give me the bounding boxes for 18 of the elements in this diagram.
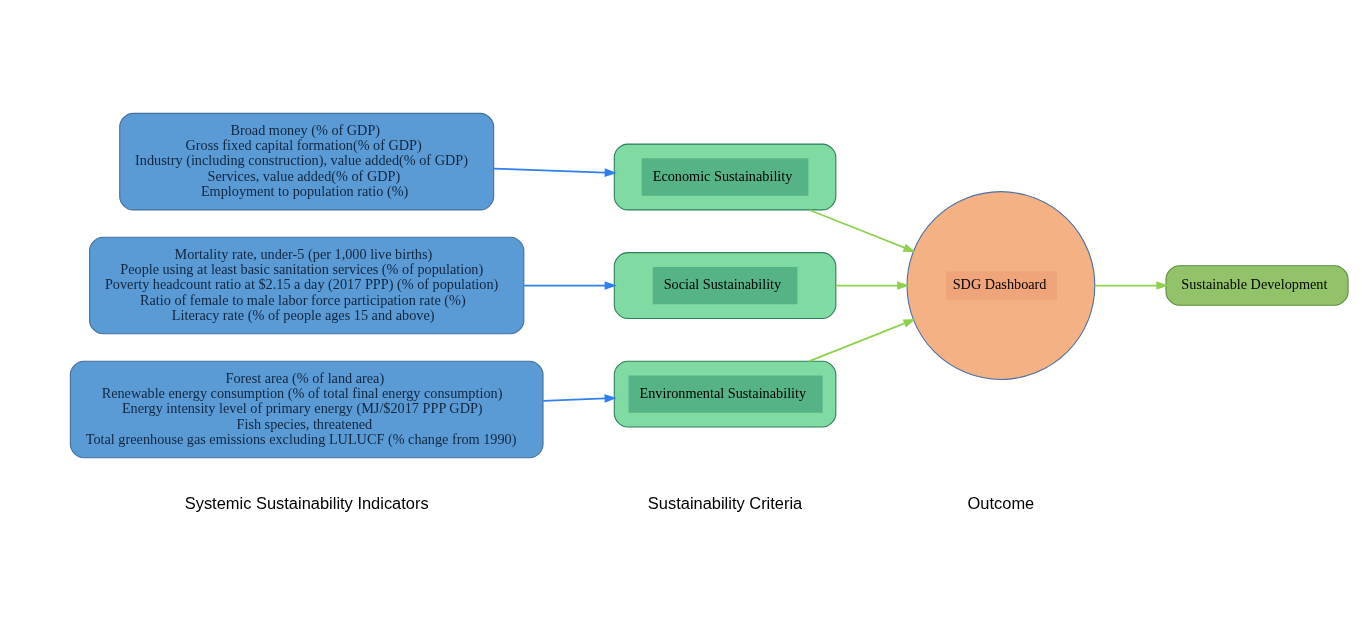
label: Sustainability Criteria bbox=[647, 493, 803, 512]
node-box: Mortality rate, under-5 (per 1,000 live births) People using at least basic sanitation services (% of population) Poverty headcount ratio at $2.15 a day (2017 PPP) (% of population) Ratio of female to male labor force participation rate (%) Literacy rate (% of people ages 15 and above) bbox=[89, 236, 525, 334]
arrow bbox=[542, 393, 617, 403]
arrow bbox=[1093, 280, 1169, 290]
node-box: Environmental Sustainability bbox=[613, 360, 837, 428]
node-box: Forest area (% of land area) Renewable energy consumption (% of total final energy consumption) Energy intensity level of primary energy (MJ/$2017 PPP GDP) Fish species, threatened Total greenhouse gas emissions excluding LULUCF (% change from 1990) bbox=[69, 360, 544, 458]
node-box: Economic Sustainability bbox=[613, 143, 837, 210]
label: Outcome bbox=[967, 493, 1035, 512]
arrow bbox=[523, 280, 617, 290]
arrow bbox=[808, 208, 916, 252]
arrow bbox=[835, 280, 910, 290]
node-box: Sustainable Development bbox=[1165, 264, 1349, 306]
node-box: Social Sustainability bbox=[613, 251, 837, 319]
node-circle: SDG Dashboard bbox=[906, 190, 1096, 380]
label: Systemic Sustainability Indicators bbox=[184, 493, 429, 512]
node-box: Broad money (% of GDP) Gross fixed capital formation(% of GDP) Industry (including construction), value added(% of GDP) Services, value added(% of GDP) Employment to population ratio (%) bbox=[119, 112, 495, 210]
arrow bbox=[493, 167, 617, 177]
arrow bbox=[808, 318, 916, 362]
